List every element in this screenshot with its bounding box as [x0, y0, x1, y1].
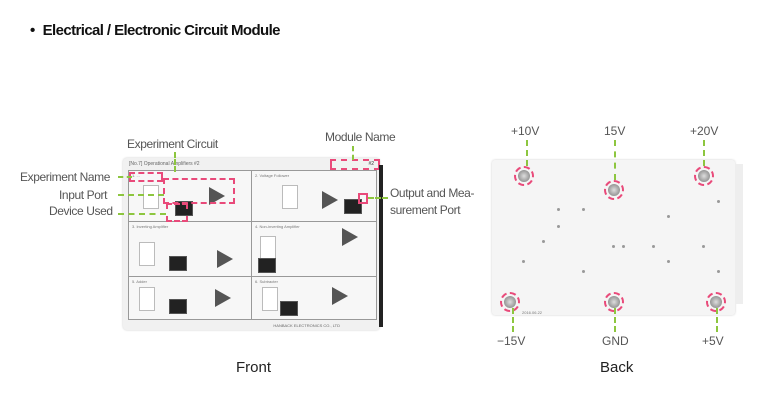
module-tag: #2	[368, 161, 374, 167]
label-15v: 15V	[604, 124, 626, 138]
label-input-port: Input Port	[59, 188, 108, 202]
label-device-used: Device Used	[49, 204, 113, 218]
label-output-port-1: Output and Mea-	[390, 186, 475, 200]
terminal-15v	[604, 180, 624, 200]
label-module-name: Module Name	[325, 130, 396, 144]
label-experiment-name: Experiment Name	[20, 170, 111, 184]
circuit-cell-4: 4. Non-inverting Amplifier	[251, 221, 377, 277]
board-edge	[379, 165, 383, 327]
caption-back: Back	[600, 359, 634, 376]
board-title: [No.7] Operational Amplifiers #2	[129, 161, 200, 167]
label-plus10v: +10V	[511, 124, 540, 138]
label-minus15v: −15V	[497, 334, 526, 348]
label-gnd: GND	[602, 334, 629, 348]
label-output-port-2: surement Port	[390, 203, 461, 217]
terminal-gnd	[604, 292, 624, 312]
terminal-plus20v	[694, 166, 714, 186]
terminal-minus15v	[500, 292, 520, 312]
caption-front: Front	[236, 359, 272, 376]
label-plus5v: +5V	[702, 334, 724, 348]
company-name: HANBACK ELECTRONICS CO., LTD	[273, 323, 340, 328]
circuit-cell-6: 6. Subtracter	[251, 276, 377, 320]
label-plus20v: +20V	[690, 124, 719, 138]
terminal-plus5v	[706, 292, 726, 312]
section-title: Electrical / Electronic Circuit Module	[30, 22, 281, 39]
circuit-cell-3: 3. Inverting Amplifier	[128, 221, 252, 277]
circuit-cell-5: 5. Adder	[128, 276, 252, 320]
back-board: 2016.06.22	[492, 160, 743, 315]
front-board: [No.7] Operational Amplifiers #2 #2 1. .…	[123, 158, 380, 330]
label-experiment-circuit: Experiment Circuit	[127, 137, 218, 151]
terminal-plus10v	[514, 166, 534, 186]
board-date: 2016.06.22	[522, 310, 543, 315]
